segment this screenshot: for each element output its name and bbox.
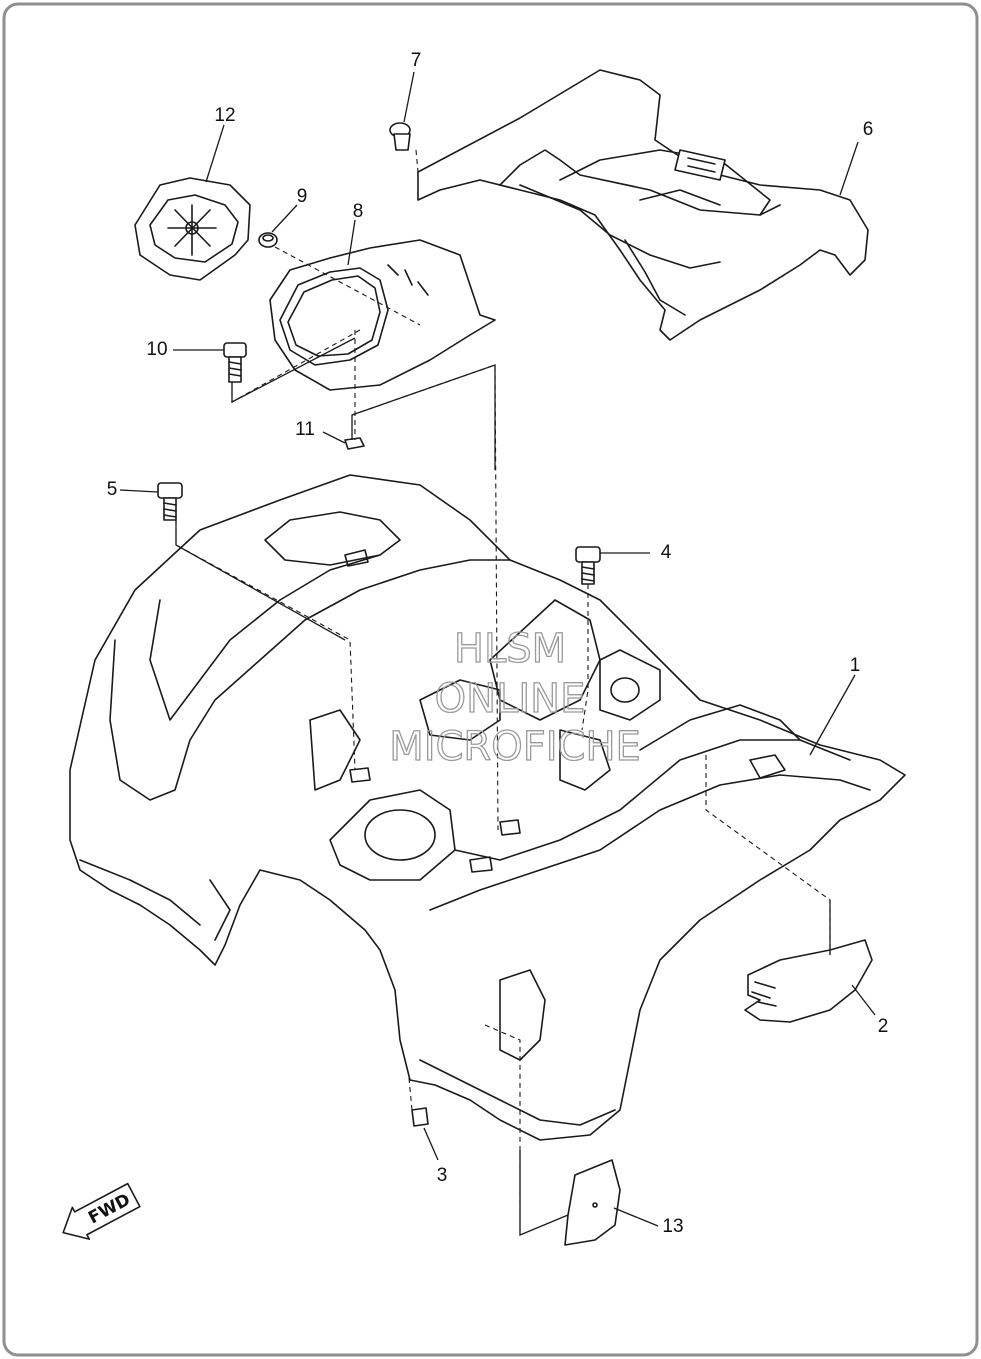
callout-13: 13 xyxy=(662,1216,683,1237)
callout-5: 5 xyxy=(107,479,118,500)
part-7-clip xyxy=(389,122,411,151)
watermark: HLSM ONLINE MICROFICHE xyxy=(389,625,642,770)
part-5-bolt xyxy=(157,482,183,521)
part-1-rear-fender xyxy=(69,474,906,1141)
watermark-line-3: MICROFICHE xyxy=(389,724,641,770)
part-6-rack-cover xyxy=(417,69,869,341)
watermark-line-1: HLSM xyxy=(454,626,566,672)
callout-8: 8 xyxy=(353,201,364,222)
watermark-line-2: ONLINE xyxy=(435,676,586,722)
callout-6: 6 xyxy=(863,119,874,140)
part-4-bolt xyxy=(575,546,601,585)
callout-3: 3 xyxy=(437,1165,448,1186)
callout-2: 2 xyxy=(878,1016,889,1037)
part-10-bolt xyxy=(223,342,247,383)
callout-7: 7 xyxy=(411,50,422,71)
part-13-decal xyxy=(564,1159,621,1246)
callout-labels: 1 2 3 4 5 6 7 8 9 10 11 12 13 xyxy=(107,50,889,1237)
part-3-nut xyxy=(411,1107,429,1127)
callout-10: 10 xyxy=(146,339,167,360)
callout-1: 1 xyxy=(850,655,861,676)
leader-lines xyxy=(119,71,876,1227)
fwd-arrow-icon xyxy=(62,1182,141,1240)
callout-9: 9 xyxy=(297,186,308,207)
callout-4: 4 xyxy=(661,542,672,563)
callout-11: 11 xyxy=(295,419,315,440)
part-12-grille-cap xyxy=(134,177,251,281)
part-9-grommet xyxy=(258,232,278,248)
callout-12: 12 xyxy=(214,105,235,126)
assembly-lines xyxy=(175,149,831,1236)
